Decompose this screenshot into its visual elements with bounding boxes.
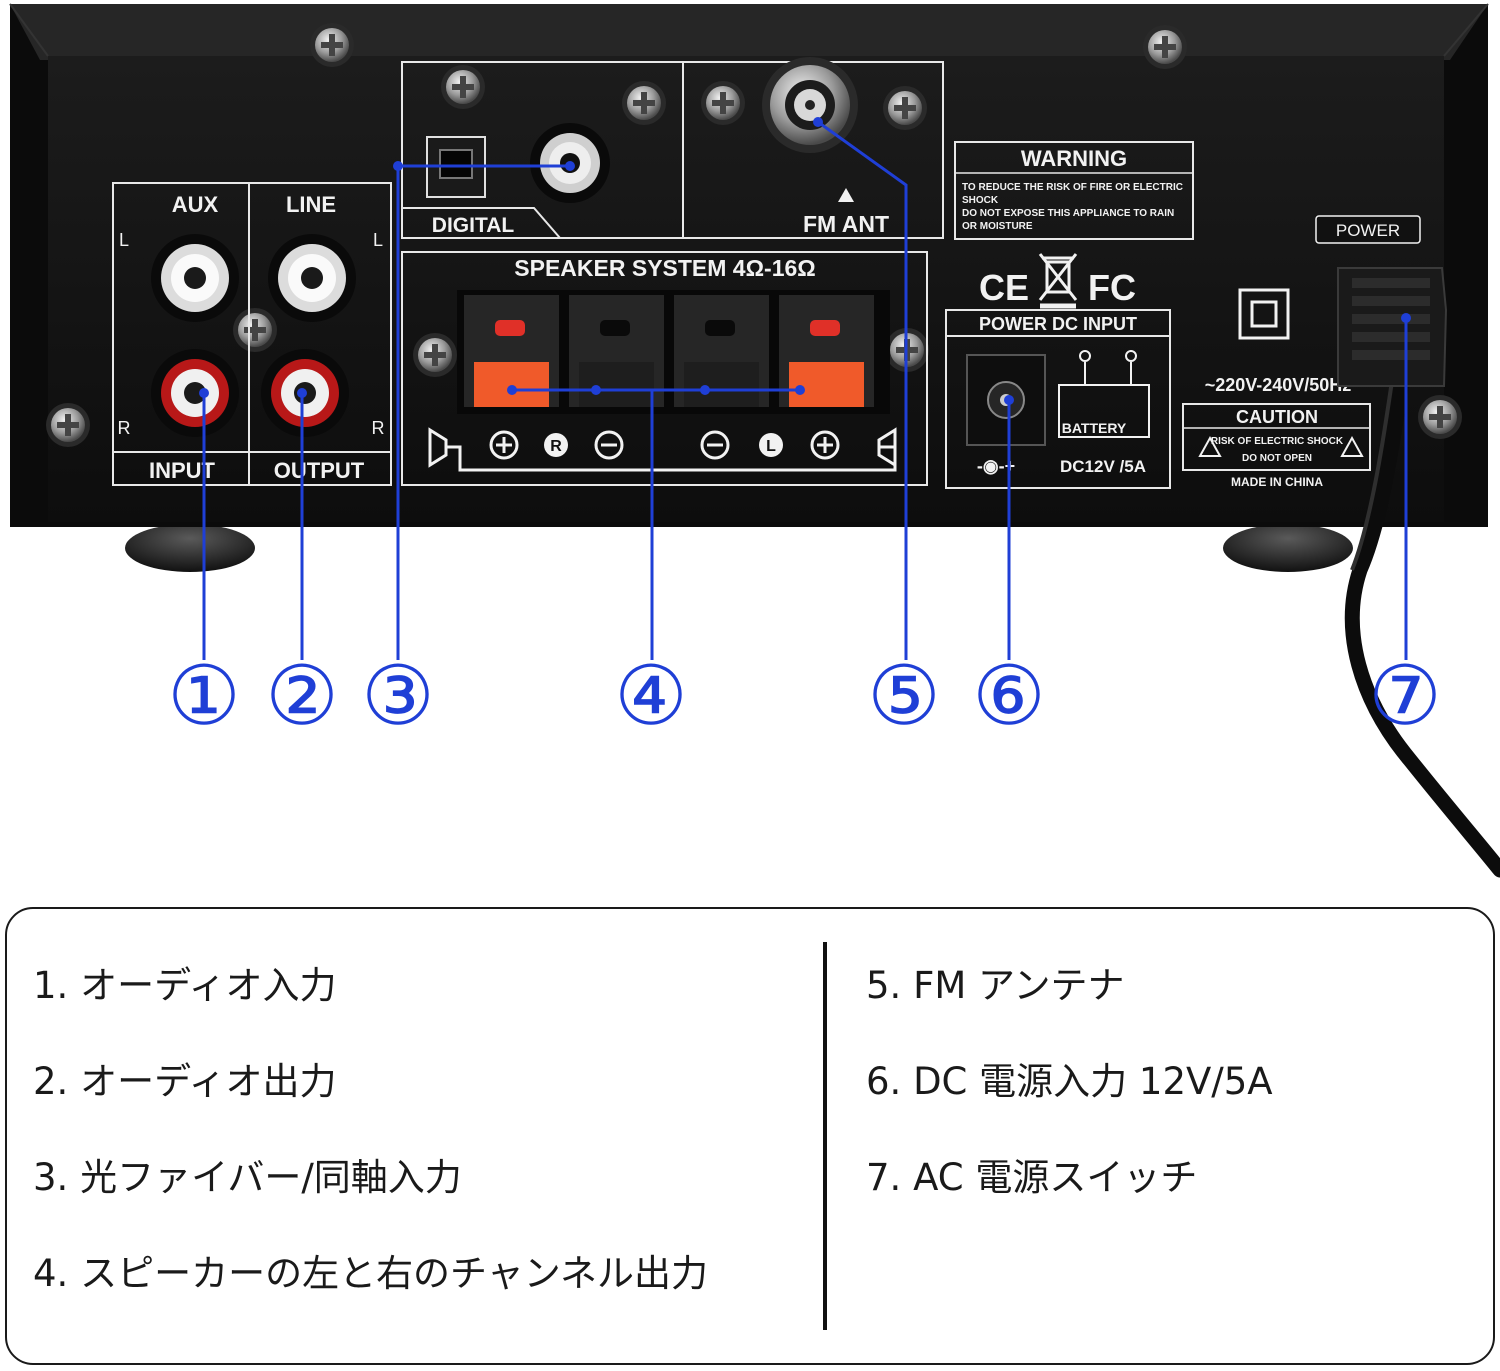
- channel-l-badge: [759, 433, 783, 457]
- caution-line: DO NOT OPEN: [1242, 453, 1312, 464]
- made-in-label: MADE IN CHINA: [1231, 475, 1323, 489]
- channel-r-label: R: [118, 418, 131, 438]
- legend-item-4: 4. スピーカーの左と右のチャンネル出力: [33, 1252, 708, 1295]
- power-label: POWER: [1336, 221, 1400, 240]
- warning-title: WARNING: [1021, 146, 1127, 171]
- dc-polarity-label: -◉-+: [977, 456, 1015, 476]
- speaker-system-label: SPEAKER SYSTEM 4Ω-16Ω: [514, 255, 815, 281]
- callout-1: ①: [167, 651, 241, 742]
- rca-jack-input-r[interactable]: [151, 349, 239, 437]
- amplifier-rear-panel-diagram: AUX LINE L L R R INPUT OUTPUT: [9, 3, 1500, 878]
- warning-box: [954, 141, 1194, 240]
- digital-fm-section: [401, 61, 944, 239]
- ce-mark: CE: [979, 267, 1029, 308]
- speaker-terminal-l-minus[interactable]: [674, 295, 769, 407]
- caution-box: [1182, 403, 1371, 471]
- callout-6: ⑥: [972, 651, 1046, 742]
- callout-2: ②: [265, 651, 339, 742]
- dc-power-jack[interactable]: [966, 354, 1046, 446]
- speaker-polarity-row: [428, 427, 897, 472]
- screw: [310, 23, 354, 67]
- warning-line: DO NOT EXPOSE THIS APPLIANCE TO RAIN: [962, 208, 1174, 219]
- power-label-badge: [1315, 215, 1421, 244]
- shock-warning-icon: [1340, 435, 1364, 457]
- legend-item-3: 3. 光ファイバー/同軸入力: [33, 1156, 462, 1199]
- double-insulation-icon: [1238, 288, 1290, 340]
- screw: [883, 86, 927, 130]
- dc-rating-label: DC12V /5A: [1060, 457, 1146, 476]
- channel-r-badge: [544, 433, 568, 457]
- channel-l-label: L: [373, 230, 383, 250]
- fc-mark: FC: [1088, 267, 1136, 308]
- callout-7: ⑦: [1368, 651, 1442, 742]
- callout-lines: [202, 120, 1408, 660]
- input-label: INPUT: [149, 458, 216, 483]
- callout-3: ③: [361, 651, 435, 742]
- screw: [46, 403, 90, 447]
- warning-line: OR MOISTURE: [962, 221, 1033, 232]
- ac-power-cord[interactable]: [1337, 267, 1500, 878]
- screw: [622, 81, 666, 125]
- screw: [441, 65, 485, 109]
- callout-5: ⑤: [867, 651, 941, 742]
- rca-jack-line-l[interactable]: [268, 234, 356, 322]
- speaker-terminal-r-minus[interactable]: [569, 295, 664, 407]
- rca-jack-aux-l[interactable]: [151, 234, 239, 322]
- caution-title: CAUTION: [1236, 407, 1318, 427]
- legend-item-7: 7. AC 電源スイッチ: [866, 1156, 1198, 1199]
- screw: [1418, 395, 1462, 439]
- antenna-arrow-icon: [838, 188, 854, 202]
- battery-icon: [1058, 350, 1150, 438]
- screw: [233, 308, 277, 352]
- line-label: LINE: [286, 192, 336, 217]
- caution-line: RISK OF ELECTRIC SHOCK: [1211, 436, 1344, 447]
- dc-input-section: [945, 309, 1171, 489]
- fm-antenna-port[interactable]: [762, 57, 858, 153]
- fm-ant-label: FM ANT: [803, 211, 889, 237]
- legend-divider: [823, 942, 827, 1330]
- legend-item-6: 6. DC 電源入力 12V/5A: [866, 1060, 1273, 1103]
- legend-item-5: 5. FM アンテナ: [866, 964, 1125, 1007]
- legend-box: [5, 907, 1495, 1365]
- right-foot: [1223, 524, 1353, 572]
- weee-bin-icon: [1038, 253, 1078, 309]
- callout-4: ④: [614, 651, 688, 742]
- screw: [1143, 25, 1187, 69]
- speaker-section: [401, 251, 928, 486]
- shock-warning-icon: [1198, 435, 1222, 457]
- left-foot: [125, 524, 255, 572]
- speaker-terminal-l-plus[interactable]: [779, 295, 874, 407]
- screw: [413, 333, 457, 377]
- ac-rating-label: ~220V-240V/50Hz: [1205, 375, 1352, 395]
- channel-l-label: L: [119, 230, 129, 250]
- channel-r-label: R: [372, 418, 385, 438]
- digital-label: DIGITAL: [432, 214, 515, 237]
- screw: [701, 81, 745, 125]
- callout-line-dots: [199, 117, 1411, 405]
- speaker-l-label: L: [766, 438, 776, 455]
- output-label: OUTPUT: [274, 458, 365, 483]
- chassis: [9, 3, 1489, 527]
- warning-line: SHOCK: [962, 195, 999, 206]
- battery-label: BATTERY: [1062, 420, 1127, 436]
- warning-line: TO REDUCE THE RISK OF FIRE OR ELECTRIC: [962, 182, 1183, 193]
- speaker-r-label: R: [550, 438, 562, 455]
- legend-item-2: 2. オーディオ出力: [33, 1060, 337, 1103]
- aux-label: AUX: [172, 192, 219, 217]
- legend-item-1: 1. オーディオ入力: [33, 964, 337, 1007]
- power-dc-input-label: POWER DC INPUT: [979, 314, 1137, 334]
- audio-io-section: [112, 182, 392, 486]
